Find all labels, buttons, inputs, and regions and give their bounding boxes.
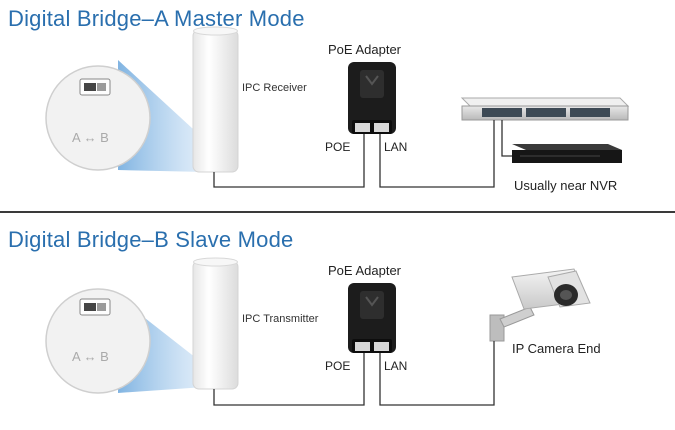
ipc-receiver-label: IPC Receiver xyxy=(242,82,307,94)
ip-camera-label: IP Camera End xyxy=(512,341,601,356)
section-divider xyxy=(0,211,675,213)
dip-switch-label: A ↔ B xyxy=(72,130,109,145)
lan-port-label: LAN xyxy=(384,359,408,373)
nvr-label: Usually near NVR xyxy=(514,178,618,193)
slave-mode-title: Digital Bridge–B Slave Mode xyxy=(8,227,294,252)
poe-adapter xyxy=(348,283,396,353)
ip-camera xyxy=(489,268,591,342)
master-mode-section: Digital Bridge–A Master Mode xyxy=(0,0,675,210)
lan-port-icon xyxy=(374,342,389,351)
ipc-transmitter-device xyxy=(192,257,239,390)
slave-diagram xyxy=(45,257,591,406)
cables xyxy=(213,341,495,406)
lan-port-label: LAN xyxy=(384,140,408,154)
cables xyxy=(213,120,512,188)
dip-switch-label: A ↔ B xyxy=(72,349,109,364)
zoom-circle xyxy=(45,65,151,171)
ipc-receiver-device xyxy=(192,26,239,173)
nvr-device xyxy=(512,144,622,163)
poe-port-icon xyxy=(355,123,370,132)
ipc-transmitter-label: IPC Transmitter xyxy=(242,313,319,325)
poe-port-label: POE xyxy=(325,359,351,373)
master-mode-title: Digital Bridge–A Master Mode xyxy=(8,6,305,31)
poe-adapter xyxy=(348,62,396,134)
poe-adapter-label: PoE Adapter xyxy=(328,42,401,57)
slave-mode-section: Digital Bridge–B Slave Mode xyxy=(0,215,675,430)
master-diagram xyxy=(45,26,630,188)
poe-adapter-label: PoE Adapter xyxy=(328,263,401,278)
poe-port-label: POE xyxy=(325,140,351,154)
lan-port-icon xyxy=(374,123,389,132)
network-switch xyxy=(460,97,630,121)
poe-port-icon xyxy=(355,342,370,351)
zoom-circle xyxy=(45,288,151,394)
